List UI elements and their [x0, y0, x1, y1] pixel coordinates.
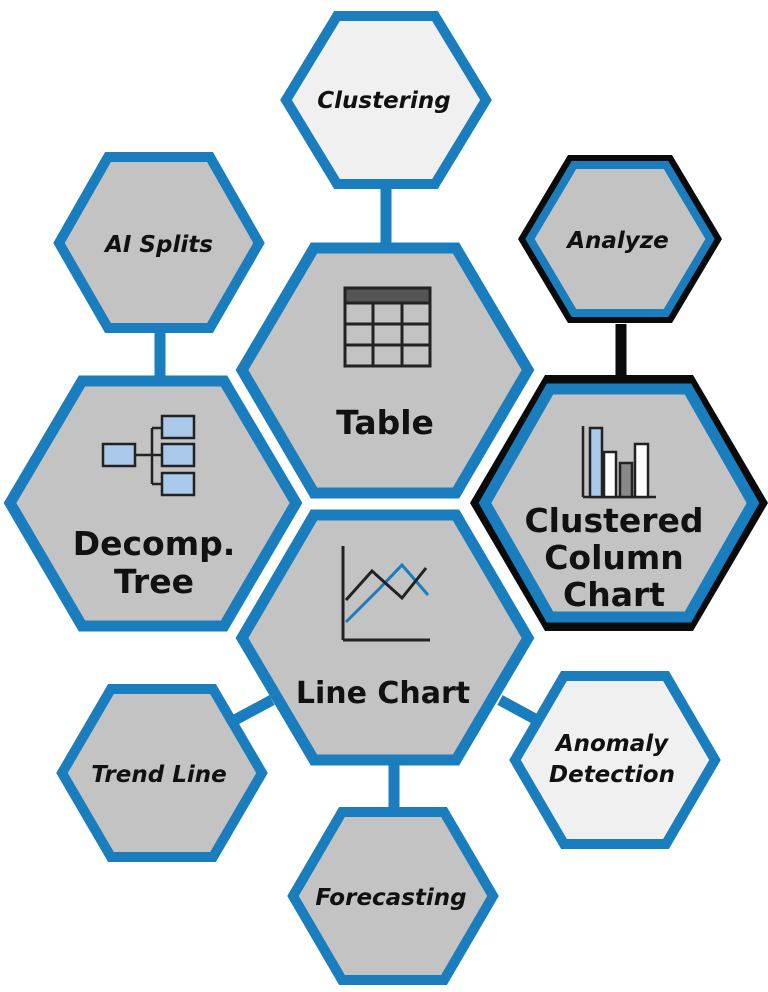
hexagon-decomp-tree — [3, 375, 303, 632]
hexagon-trend-line — [56, 684, 268, 862]
label-anomaly-line1: Anomaly — [554, 731, 669, 757]
node-clustered-column-chart[interactable]: Clustered Column Chart — [470, 375, 768, 631]
node-forecasting[interactable]: Forecasting — [287, 807, 499, 985]
hexagon-line-chart — [235, 509, 535, 766]
clustered-column-chart-icon — [581, 426, 656, 499]
decomposition-tree-icon — [101, 414, 196, 497]
node-analyze[interactable]: Analyze — [518, 155, 722, 323]
label-anomaly-line2: Detection — [549, 762, 675, 788]
label-line-chart: Line Chart — [296, 676, 470, 711]
node-anomaly-detection[interactable]: Anomaly Detection — [509, 671, 721, 849]
label-analyze: Analyze — [565, 228, 669, 254]
label-clustered-line2: Column — [544, 538, 684, 577]
label-forecasting: Forecasting — [315, 885, 466, 911]
node-ai-splits[interactable]: AI Splits — [53, 152, 265, 333]
label-clustering: Clustering — [317, 88, 451, 114]
hexagon-ai-splits — [53, 152, 265, 333]
hexagon-forecasting — [287, 807, 499, 985]
label-table: Table — [336, 403, 434, 442]
node-trend-line[interactable]: Trend Line — [56, 684, 268, 862]
label-ai-splits: AI Splits — [103, 232, 213, 258]
line-chart-icon — [341, 546, 430, 642]
hexagon-clustered-column-chart — [478, 383, 760, 623]
node-line-chart[interactable]: Line Chart — [235, 509, 535, 766]
label-clustered-line1: Clustered — [524, 501, 703, 540]
label-decomp-line1: Decomp. — [73, 524, 236, 563]
node-table[interactable]: Table — [235, 242, 535, 499]
node-clustering[interactable]: Clustering — [280, 11, 492, 189]
table-grid-icon — [343, 286, 432, 368]
node-decomp-tree[interactable]: Decomp. Tree — [3, 375, 303, 632]
label-trend-line: Trend Line — [91, 762, 226, 788]
hexagon-clustering — [280, 11, 492, 189]
label-clustered-line3: Chart — [563, 575, 665, 614]
label-decomp-line2: Tree — [114, 562, 194, 601]
hexagon-anomaly-detection — [509, 671, 721, 849]
hexagon-analyze — [525, 161, 715, 317]
hexagon-table — [235, 242, 535, 499]
